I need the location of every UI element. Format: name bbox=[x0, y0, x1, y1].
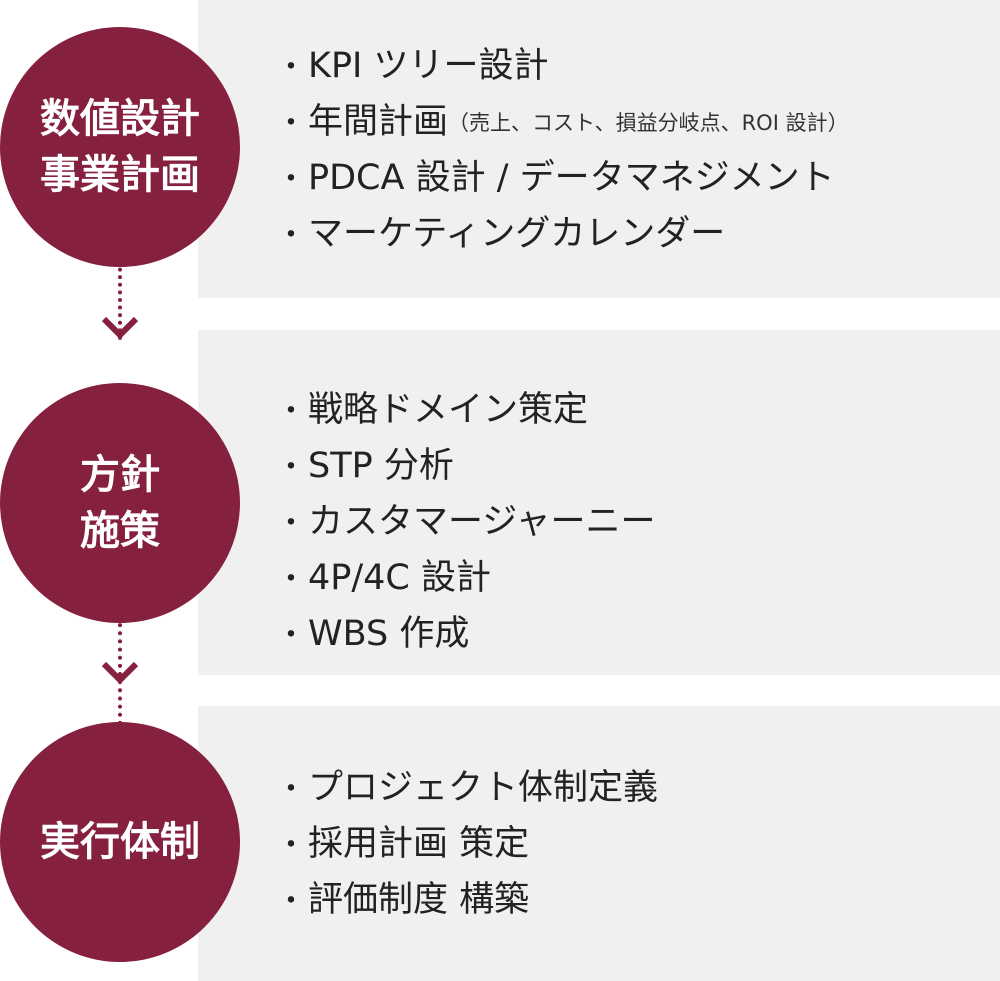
list-item: ・プロジェクト体制定義 bbox=[276, 760, 990, 816]
bullet-dot: ・ bbox=[276, 884, 306, 919]
stage-2-title-line-1: 方針 bbox=[80, 452, 160, 498]
bullet-dot: ・ bbox=[276, 562, 306, 597]
item-text: 戦略ドメイン策定 bbox=[308, 390, 589, 430]
list-item: ・マーケティングカレンダー bbox=[276, 206, 990, 262]
item-text: WBS 作成 bbox=[308, 614, 470, 654]
bullet-dot: ・ bbox=[276, 106, 306, 141]
list-item: ・評価制度 構築 bbox=[276, 872, 990, 928]
stage-2-circle: 方針 施策 bbox=[0, 383, 240, 623]
bullet-dot: ・ bbox=[276, 450, 306, 485]
item-text: 4P/4C 設計 bbox=[308, 558, 491, 598]
bullet-dot: ・ bbox=[276, 50, 306, 85]
item-text: KPI ツリー設計 bbox=[308, 46, 549, 86]
item-text: 採用計画 策定 bbox=[308, 824, 530, 864]
list-item: ・KPI ツリー設計 bbox=[276, 38, 990, 94]
stage-1-title-line-1: 数値設計 bbox=[40, 96, 200, 142]
item-text: カスタマージャーニー bbox=[308, 502, 656, 542]
stage-3-circle: 実行体制 bbox=[0, 722, 240, 962]
item-note: （売上、コスト、損益分岐点、ROI 設計） bbox=[448, 111, 849, 135]
dotted-connector bbox=[118, 260, 122, 340]
list-item: ・戦略ドメイン策定 bbox=[276, 382, 990, 438]
stage-2-title-line-2: 施策 bbox=[80, 508, 160, 554]
item-text: PDCA 設計 / データマネジメント bbox=[308, 158, 835, 198]
bullet-dot: ・ bbox=[276, 162, 306, 197]
list-item: ・4P/4C 設計 bbox=[276, 550, 990, 606]
stage-1-title-line-2: 事業計画 bbox=[40, 152, 200, 198]
stage-1-circle: 数値設計 事業計画 bbox=[0, 27, 240, 267]
bullet-dot: ・ bbox=[276, 828, 306, 863]
stage-2-panel: ・戦略ドメイン策定 ・STP 分析 ・カスタマージャーニー ・4P/4C 設計 … bbox=[198, 330, 1000, 675]
list-item: ・WBS 作成 bbox=[276, 606, 990, 662]
bullet-dot: ・ bbox=[276, 772, 306, 807]
list-item: ・STP 分析 bbox=[276, 438, 990, 494]
item-text: プロジェクト体制定義 bbox=[308, 768, 659, 808]
dotted-connector bbox=[118, 615, 122, 725]
item-text: 年間計画 bbox=[308, 102, 449, 142]
item-text: 評価制度 構築 bbox=[308, 880, 530, 920]
stage-3-title-line-1: 実行体制 bbox=[40, 819, 200, 865]
list-item: ・PDCA 設計 / データマネジメント bbox=[276, 150, 990, 206]
list-item: ・採用計画 策定 bbox=[276, 816, 990, 872]
chevron-down-icon bbox=[101, 316, 139, 340]
stage-2-list: ・戦略ドメイン策定 ・STP 分析 ・カスタマージャーニー ・4P/4C 設計 … bbox=[276, 382, 990, 662]
list-item: ・年間計画（売上、コスト、損益分岐点、ROI 設計） bbox=[276, 94, 990, 150]
stage-1-list: ・KPI ツリー設計 ・年間計画（売上、コスト、損益分岐点、ROI 設計） ・P… bbox=[276, 38, 990, 262]
bullet-dot: ・ bbox=[276, 218, 306, 253]
bullet-dot: ・ bbox=[276, 506, 306, 541]
list-item: ・カスタマージャーニー bbox=[276, 494, 990, 550]
stage-3-list: ・プロジェクト体制定義 ・採用計画 策定 ・評価制度 構築 bbox=[276, 760, 990, 928]
chevron-down-icon bbox=[101, 661, 139, 685]
item-text: マーケティングカレンダー bbox=[308, 214, 726, 254]
stage-1-panel: ・KPI ツリー設計 ・年間計画（売上、コスト、損益分岐点、ROI 設計） ・P… bbox=[198, 0, 1000, 298]
item-text: STP 分析 bbox=[308, 446, 454, 486]
bullet-dot: ・ bbox=[276, 618, 306, 653]
stage-3-panel: ・プロジェクト体制定義 ・採用計画 策定 ・評価制度 構築 bbox=[198, 706, 1000, 981]
bullet-dot: ・ bbox=[276, 394, 306, 429]
